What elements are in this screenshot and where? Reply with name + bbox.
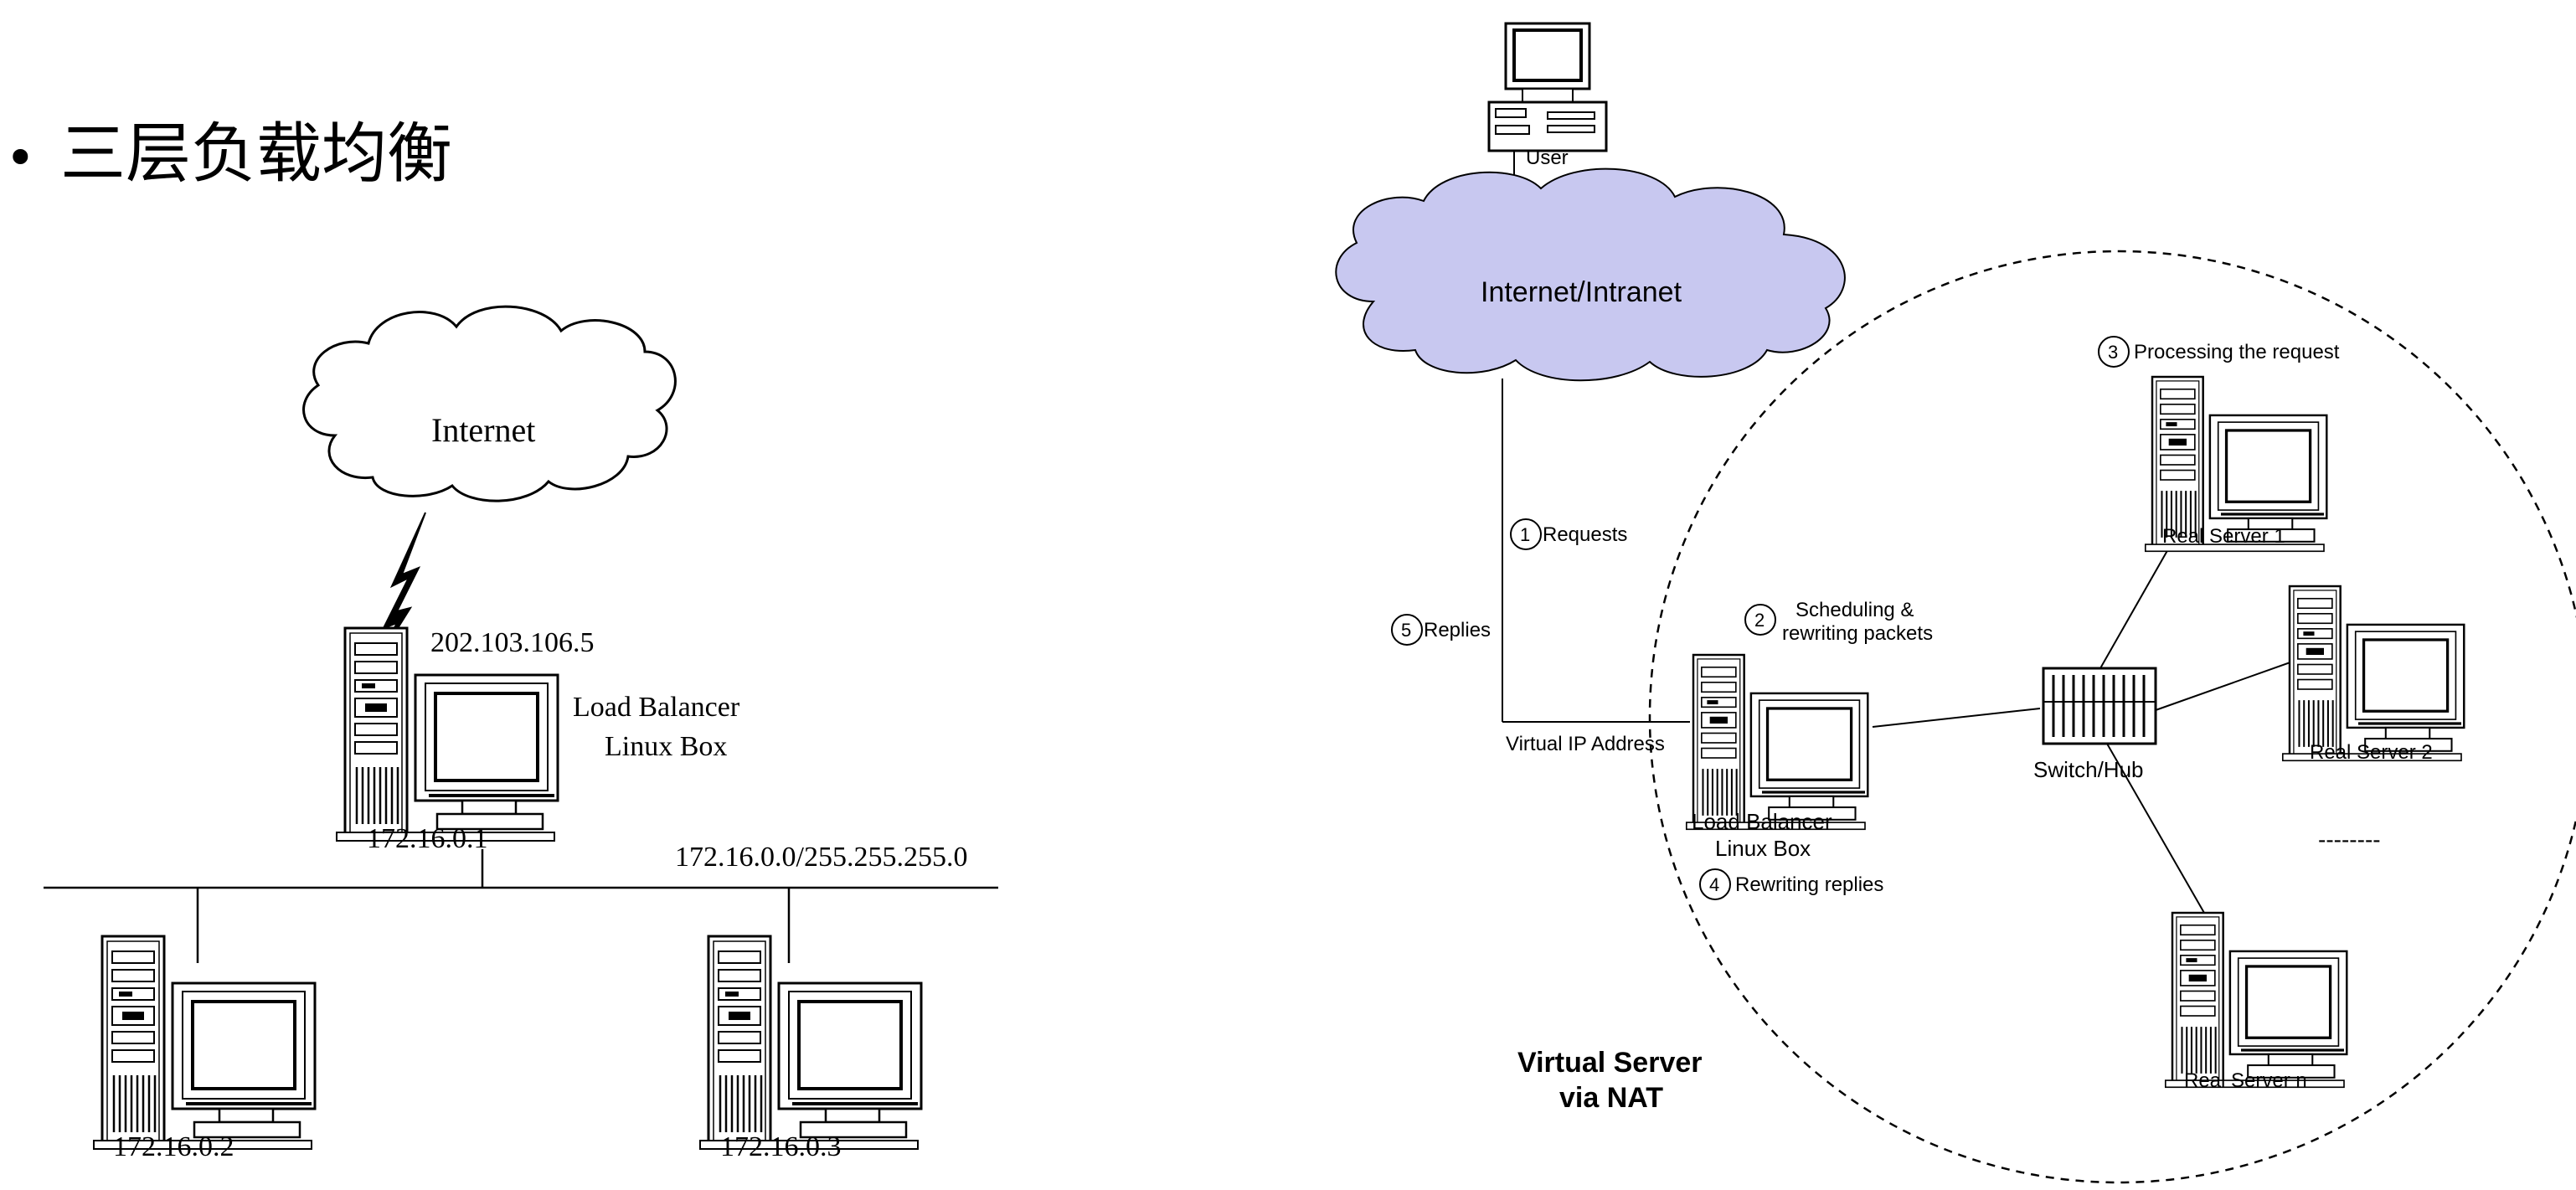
- left-server2-ip: 172.16.0.3: [720, 1131, 842, 1162]
- step3-circle: [2098, 336, 2130, 368]
- real-server-1-label: Real Server 1: [2162, 525, 2285, 548]
- left-server-2: [698, 935, 923, 1151]
- step2-circle: [1744, 604, 1776, 636]
- slide-title-text: 三层负载均衡: [60, 116, 452, 192]
- user-label: User: [1526, 147, 1569, 169]
- real-server-2-label: Real Server 2: [2310, 741, 2433, 764]
- step4-number: 4: [1709, 874, 1719, 895]
- slide-title: • 三层负载均衡: [5, 116, 452, 192]
- left-server-1: [92, 935, 317, 1151]
- footer-line2: via NAT: [1559, 1082, 1663, 1114]
- switch-to-rsn-line: [2106, 743, 2205, 914]
- left-diagram: Internet 202.103.106.5 Load Balancer Lin…: [44, 305, 998, 1162]
- right-load-balancer: [1685, 653, 1869, 831]
- step2-text-line2: rewriting packets: [1782, 622, 1933, 645]
- left-lb-internal-ip: 172.16.0.1: [367, 823, 488, 854]
- right-lb-label-line1: Load Balancer: [1692, 809, 1832, 834]
- step4-circle: [1699, 868, 1731, 900]
- real-server-2: [2281, 585, 2465, 762]
- step3-text: Processing the request: [2134, 341, 2340, 363]
- real-server-n: [2164, 911, 2348, 1089]
- step1-circle: [1510, 518, 1542, 550]
- left-load-balancer: [335, 626, 559, 842]
- right-lb-label-line2: Linux Box: [1715, 836, 1811, 861]
- step3-number: 3: [2108, 342, 2118, 363]
- lb-to-switch-line: [1872, 708, 2041, 728]
- step5-text: Replies: [1424, 619, 1491, 641]
- step5-number: 5: [1401, 620, 1411, 641]
- step4-text: Rewriting replies: [1735, 873, 1883, 896]
- step2-number: 2: [1754, 610, 1765, 631]
- switch-to-rs2-line: [2155, 654, 2312, 711]
- left-subnet-label: 172.16.0.0/255.255.255.0: [675, 842, 967, 873]
- cloud-icon: [302, 305, 677, 502]
- bullet-dot: •: [5, 127, 36, 188]
- real-server-n-label: Real Server n: [2184, 1069, 2307, 1092]
- network-switch-icon: [2042, 667, 2157, 745]
- left-public-ip: 202.103.106.5: [430, 627, 595, 658]
- virtual-server-boundary: [1648, 250, 2576, 1184]
- switch-to-rs1-line: [2099, 535, 2177, 669]
- right-diagram: User Internet/Intranet 1 Requests 5 Repl…: [1335, 22, 2576, 1184]
- step1-text: Requests: [1543, 523, 1627, 546]
- step2-text-line1: Scheduling &: [1795, 599, 1914, 621]
- right-cloud-label: Internet/Intranet: [1481, 276, 1682, 308]
- step5-circle: [1391, 614, 1423, 646]
- server-ellipsis: --------: [2318, 827, 2381, 853]
- step1-number: 1: [1520, 524, 1530, 545]
- left-lb-label-line2: Linux Box: [605, 731, 727, 762]
- switch-label: Switch/Hub: [2033, 757, 2144, 782]
- left-cloud-label: Internet: [431, 411, 535, 449]
- right-cloud: [1335, 167, 1846, 382]
- left-server1-ip: 172.16.0.2: [113, 1131, 234, 1162]
- vip-label: Virtual IP Address: [1506, 733, 1665, 755]
- desktop-pc-icon: [1487, 22, 1608, 152]
- left-lb-label-line1: Load Balancer: [573, 692, 740, 723]
- footer-line1: Virtual Server: [1517, 1047, 1703, 1079]
